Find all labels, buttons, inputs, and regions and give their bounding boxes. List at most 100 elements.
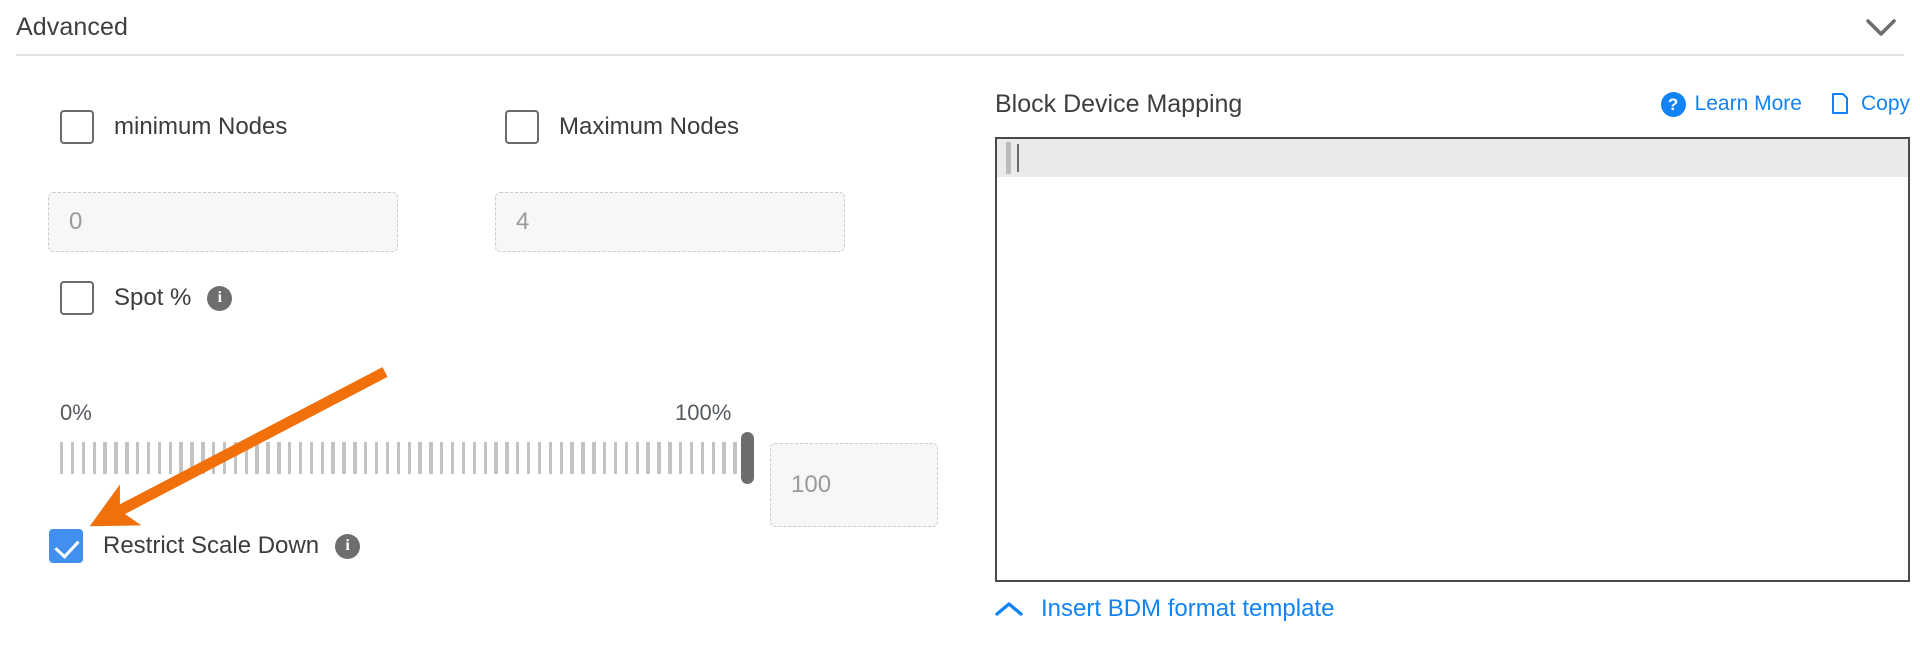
slider-tick <box>190 442 194 474</box>
slider-tick <box>678 442 683 474</box>
restrict-scale-down-checkbox[interactable] <box>49 529 83 563</box>
bdm-code-editor[interactable] <box>995 137 1910 582</box>
spot-percent-checkbox-row[interactable]: Spot % i <box>60 281 233 315</box>
chevron-up-icon <box>995 601 1023 617</box>
slider-min-label: 0% <box>60 400 92 425</box>
chevron-down-icon[interactable] <box>1860 7 1902 49</box>
slider-tick <box>320 442 325 474</box>
slider-tick <box>635 442 639 474</box>
help-circle-icon: ? <box>1660 91 1686 117</box>
slider-tick <box>309 442 314 474</box>
slider-tick <box>364 442 368 474</box>
spot-percent-checkbox[interactable] <box>60 281 94 315</box>
slider-tick <box>136 442 140 474</box>
slider-thumb[interactable] <box>741 432 754 484</box>
slider-tick <box>494 442 498 474</box>
section-header: Advanced <box>0 0 1920 55</box>
minimum-nodes-label: minimum Nodes <box>114 113 288 140</box>
slider-tick <box>298 442 303 474</box>
slider-tick <box>559 442 563 474</box>
maximum-nodes-checkbox[interactable] <box>505 110 539 144</box>
restrict-scale-down-info-icon[interactable]: i <box>335 533 361 559</box>
slider-tick <box>472 442 477 474</box>
slider-tick <box>592 442 596 474</box>
slider-tick <box>602 442 607 474</box>
slider-tick <box>331 442 335 474</box>
slider-tick <box>244 442 248 474</box>
slider-tick <box>722 442 726 474</box>
slider-tick <box>581 442 585 474</box>
bdm-title: Block Device Mapping <box>995 89 1243 118</box>
slider-tick <box>537 442 542 474</box>
slider-tick <box>461 442 466 474</box>
learn-more-link[interactable]: ? Learn More <box>1660 91 1802 117</box>
slider-tick <box>689 442 694 474</box>
slider-tick <box>385 442 390 474</box>
slider-tick <box>657 442 661 474</box>
slider-tick <box>526 442 531 474</box>
insert-bdm-template-link[interactable]: Insert BDM format template <box>995 595 1334 623</box>
left-settings-column: minimum Nodes Maximum Nodes 0 4 Spot % i… <box>0 55 960 656</box>
slider-tick <box>450 442 455 474</box>
slider-tick <box>646 442 650 474</box>
slider-tick <box>103 442 107 474</box>
slider-tick <box>60 442 64 474</box>
slider-tick <box>114 442 118 474</box>
learn-more-label: Learn More <box>1694 92 1802 115</box>
slider-tick <box>624 442 629 474</box>
slider-tick <box>81 442 86 474</box>
slider-tick <box>483 442 487 474</box>
minimum-nodes-input[interactable]: 0 <box>48 192 398 252</box>
minimum-nodes-checkbox-row[interactable]: minimum Nodes <box>60 110 287 144</box>
slider-tick <box>733 442 737 474</box>
maximum-nodes-checkbox-row[interactable]: Maximum Nodes <box>505 110 739 144</box>
slider-tick <box>92 442 96 474</box>
slider-tick <box>212 442 216 474</box>
minimum-nodes-checkbox[interactable] <box>60 110 94 144</box>
spot-percent-value-input[interactable]: 100 <box>770 443 938 527</box>
slider-tick <box>125 442 129 474</box>
slider-tick <box>505 442 509 474</box>
slider-tick <box>342 442 346 474</box>
slider-scale-labels: 0% 100% <box>60 400 760 430</box>
slider-tick <box>222 442 227 474</box>
slider-tick <box>168 442 172 474</box>
spot-percent-slider[interactable]: 0% 100% <box>60 400 760 510</box>
editor-active-line <box>997 139 1908 177</box>
header-divider <box>16 54 1904 56</box>
block-device-mapping-panel: Block Device Mapping ? Learn More Copy <box>995 55 1920 656</box>
slider-tick <box>353 442 357 474</box>
editor-gutter-mark <box>1006 142 1011 174</box>
slider-tick <box>201 442 205 474</box>
bdm-header: Block Device Mapping ? Learn More Copy <box>995 87 1910 121</box>
slider-tick <box>570 442 574 474</box>
editor-caret <box>1017 144 1019 172</box>
slider-tick <box>711 442 715 474</box>
slider-tick <box>374 442 379 474</box>
slider-tick <box>396 442 401 474</box>
restrict-scale-down-checkbox-row[interactable]: Restrict Scale Down i <box>49 529 361 563</box>
slider-track[interactable] <box>60 442 755 474</box>
slider-tick <box>440 442 444 474</box>
maximum-nodes-input[interactable]: 4 <box>495 192 845 252</box>
spot-percent-info-icon[interactable]: i <box>207 285 233 311</box>
slider-tick <box>429 442 433 474</box>
slider-tick <box>146 442 151 474</box>
slider-tick <box>700 442 705 474</box>
copy-label: Copy <box>1860 92 1910 115</box>
slider-max-label: 100% <box>675 400 732 425</box>
slider-tick <box>548 442 553 474</box>
slider-tick <box>277 442 281 474</box>
slider-tick <box>516 442 520 474</box>
slider-tick <box>266 442 270 474</box>
slider-tick <box>233 442 238 474</box>
slider-tick <box>418 442 422 474</box>
spot-percent-label: Spot % <box>114 284 192 311</box>
slider-tick <box>668 442 672 474</box>
restrict-scale-down-label: Restrict Scale Down <box>103 532 320 559</box>
slider-tick <box>70 442 75 474</box>
slider-tick <box>407 442 411 474</box>
copy-button[interactable]: Copy <box>1830 92 1910 116</box>
maximum-nodes-label: Maximum Nodes <box>559 113 740 140</box>
